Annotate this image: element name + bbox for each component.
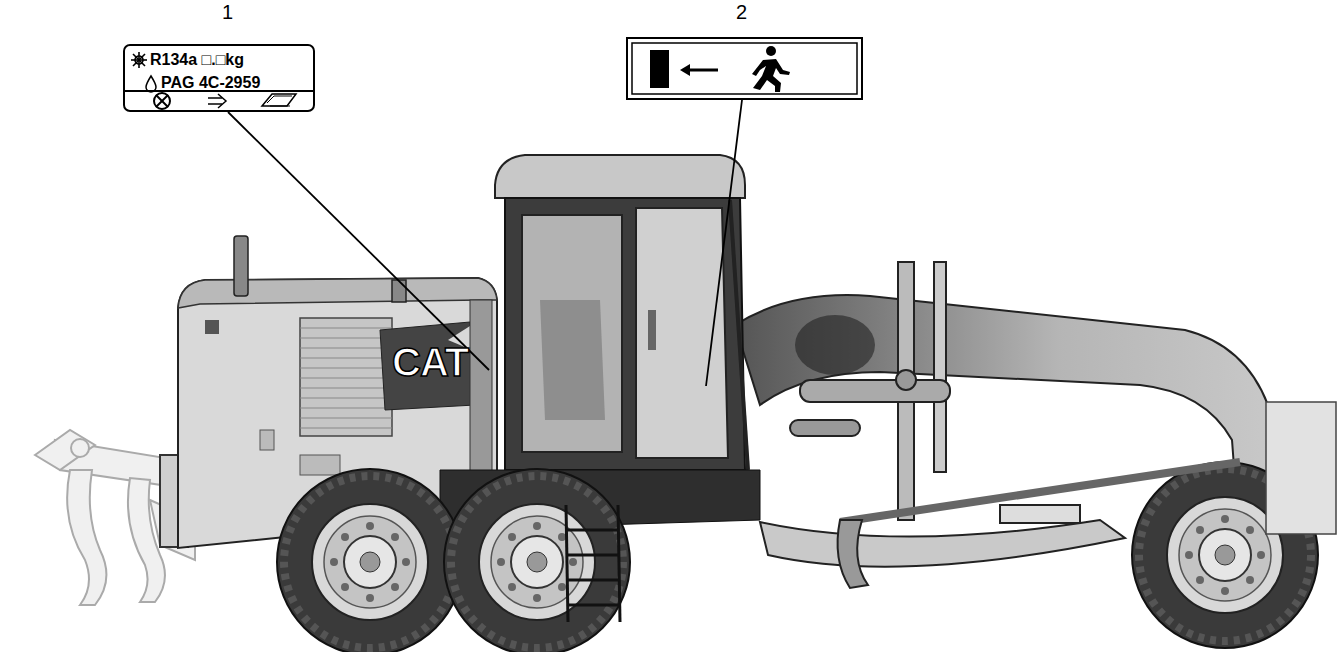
operator-cab-part (648, 310, 656, 350)
refrigerant-decal-part (218, 94, 226, 108)
moldboard-blade-part (1000, 505, 1080, 523)
push-plate (1266, 402, 1336, 534)
main-frame-part (795, 315, 875, 375)
exit-decal (627, 38, 862, 99)
wheel-part (277, 469, 463, 652)
exit-decal-part (752, 59, 790, 92)
refrigerant-decal-part (124, 45, 314, 111)
lift-cylinders-part (896, 370, 916, 390)
exhaust-stack (234, 236, 406, 302)
moldboard-blade-part (840, 462, 1240, 522)
moldboard-blade-part (838, 520, 868, 588)
operator-cab-part (522, 215, 622, 452)
leader-line (228, 100, 742, 386)
refrigerant-decal-part (133, 54, 145, 66)
operator-cab-part (636, 208, 728, 458)
engine-enclosure-part (380, 322, 475, 410)
exit-decal-part (680, 64, 690, 76)
moldboard-blade (760, 462, 1240, 588)
refrigerant-decal-part (131, 52, 147, 68)
refrigerant-decal-part (267, 96, 292, 103)
exit-decal-part (627, 38, 862, 99)
exhaust-stack-part (234, 236, 248, 296)
operator-cab-part (730, 200, 748, 470)
leader-line-part (228, 112, 489, 370)
refrigerant-decal-part (208, 103, 222, 105)
callout-number: 2 (736, 1, 747, 24)
engine-enclosure-part (300, 455, 340, 475)
engine-enclosure-part (300, 328, 392, 428)
refrigerant-decal-part (146, 76, 156, 92)
wheel-part (444, 469, 630, 652)
refrigerant-decal-part (156, 95, 168, 107)
access-ladder-part (567, 554, 619, 557)
refrigerant-decal-part (270, 106, 290, 107)
exit-decal-part (650, 50, 669, 88)
lift-cylinders-part (934, 262, 946, 472)
wheel (277, 462, 1318, 652)
exit-decal-part (632, 43, 857, 94)
refrigerant-decal-part (133, 54, 145, 66)
engine-enclosure-part (260, 430, 274, 450)
refrigerant-decal-part (154, 93, 170, 109)
operator-cab-part (540, 300, 605, 420)
decal-box: R134a □.□kgPAG 4C-2959 (123, 44, 315, 112)
operator-cab (495, 155, 748, 470)
lift-cylinders-part (790, 420, 860, 436)
moldboard-blade-part (760, 520, 1125, 567)
engine-enclosure-part (300, 368, 392, 369)
rear-ripper-part (71, 439, 89, 457)
engine-enclosure-part (300, 378, 392, 379)
lift-cylinders (790, 262, 950, 520)
engine-enclosure-part (205, 320, 219, 334)
access-ladder-part (566, 529, 618, 532)
engine-enclosure-part (300, 318, 392, 436)
engine-enclosure-part (300, 338, 392, 339)
exit-decal-part (766, 46, 776, 56)
refrigerant-decal-part (208, 97, 222, 99)
operator-cab-part (495, 155, 745, 198)
refrigerant-decal-part (156, 95, 168, 107)
brand-logo: CAT (392, 340, 468, 385)
refrigerant-decal (124, 45, 314, 111)
oil-spec: PAG 4C-2959 (161, 74, 260, 92)
engine-enclosure-part (300, 418, 392, 419)
engine-enclosure-part (300, 328, 392, 329)
operator-cab-part (505, 198, 745, 470)
refrigerant-decal-part (262, 94, 296, 106)
access-ladder (566, 505, 620, 622)
engine-enclosure-part (300, 388, 392, 389)
refrigerant-spec: R134a □.□kg (150, 51, 244, 69)
callout-number: 1 (222, 1, 233, 24)
rear-ripper-part (67, 470, 106, 605)
exhaust-stack-part (392, 280, 406, 302)
engine-enclosure-part (300, 398, 392, 399)
engine-enclosure-part (300, 408, 392, 409)
push-plate-part (1266, 402, 1336, 534)
lift-cylinders-part (800, 380, 950, 402)
rear-ripper (35, 430, 195, 605)
access-ladder-part (567, 579, 619, 582)
rear-ripper-part (35, 430, 95, 470)
engine-enclosure-part (300, 348, 392, 349)
engine-enclosure-part (178, 278, 497, 308)
leader-line-part (706, 100, 742, 386)
engine-enclosure-part (300, 428, 392, 429)
access-ladder-part (566, 505, 568, 622)
access-ladder-part (568, 604, 620, 607)
engine-enclosure-part (300, 358, 392, 359)
